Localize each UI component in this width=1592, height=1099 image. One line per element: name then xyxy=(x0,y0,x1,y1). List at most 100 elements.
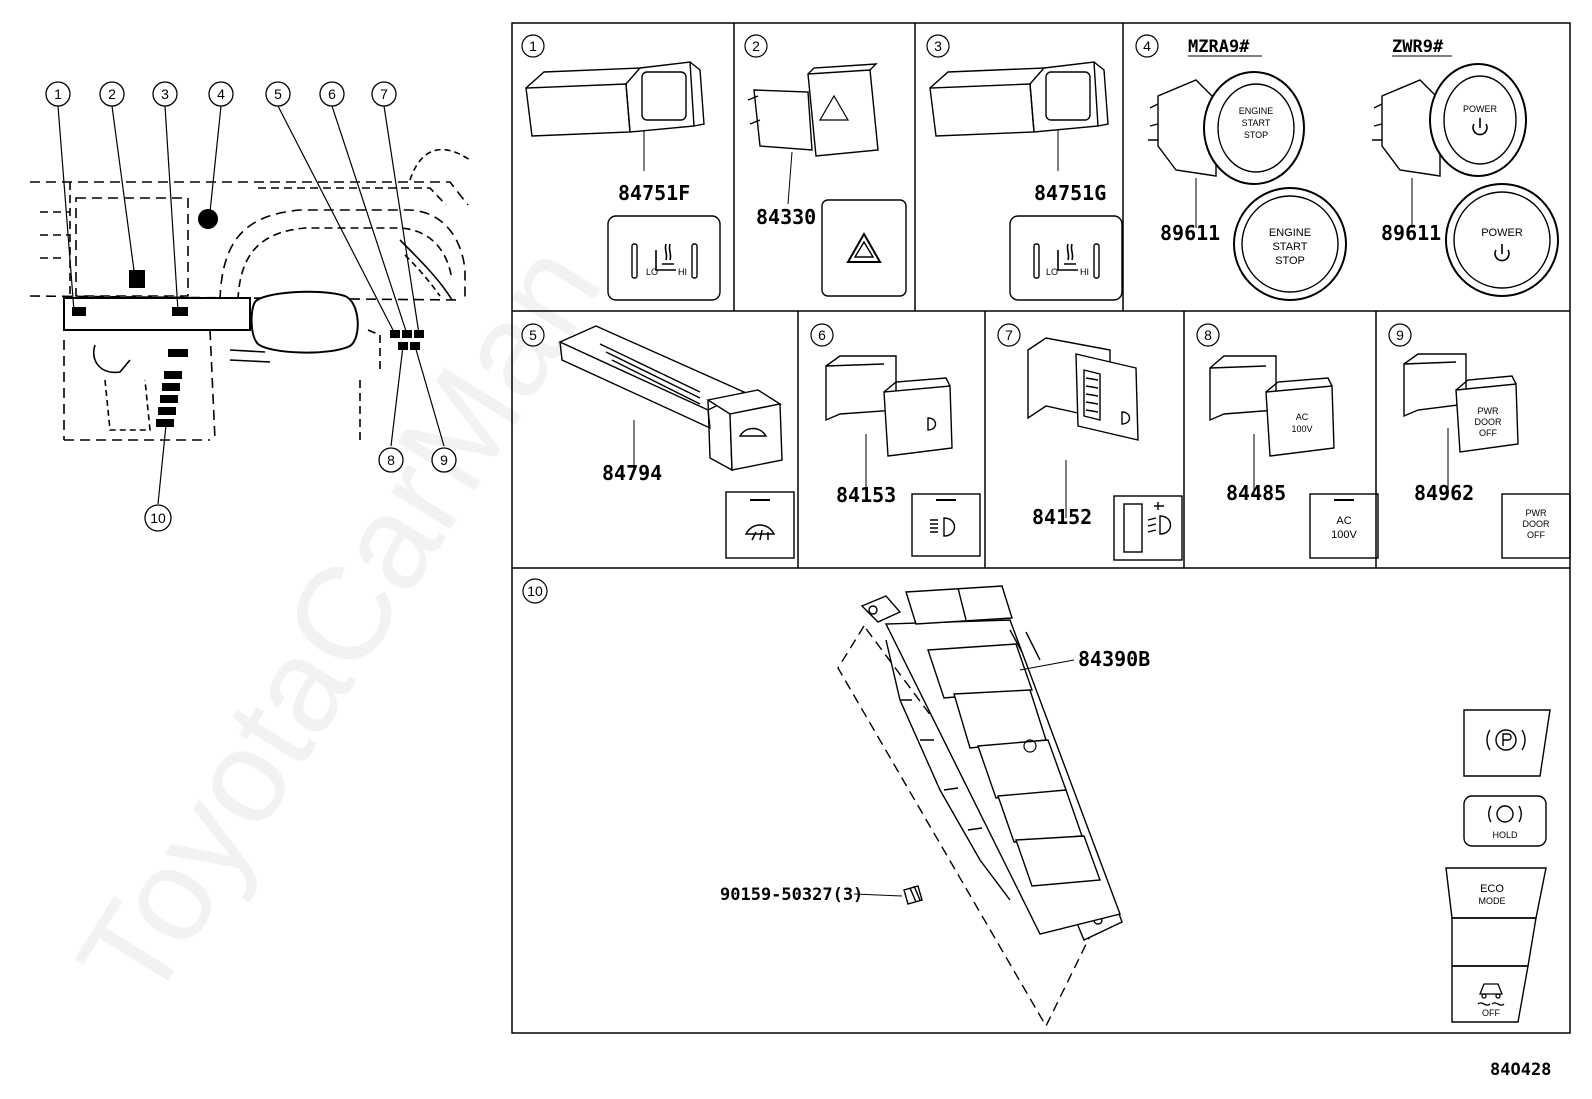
figure-code: 84O428 xyxy=(1490,1060,1551,1080)
svg-text:OFF: OFF xyxy=(1479,428,1497,438)
headlight-level-front-view xyxy=(1113,495,1183,561)
svg-text:ENGINE: ENGINE xyxy=(1269,227,1311,239)
engine-start-stop-text-top: ENGINE START STOP xyxy=(1239,106,1274,140)
panel-5-defogger-switch xyxy=(558,325,795,559)
part-number-84152: 84152 xyxy=(1032,505,1092,529)
svg-text:100V: 100V xyxy=(1291,424,1312,434)
svg-text:STOP: STOP xyxy=(1275,255,1305,267)
brake-hold-icon xyxy=(1488,805,1522,823)
callout-4-label: 4 xyxy=(217,86,225,102)
panel-2-hazard-switch xyxy=(747,63,907,297)
callout-5 xyxy=(265,81,291,107)
seat-heater-icon xyxy=(655,243,676,271)
pwr-door-off-text-top: PWR DOOR OFF xyxy=(1475,406,1503,438)
overview-callouts xyxy=(45,81,457,532)
part-number-84153: 84153 xyxy=(836,483,896,507)
power-label-top: POWER xyxy=(1463,104,1498,114)
panel-2-number: 2 xyxy=(752,38,760,54)
panel-7-number: 7 xyxy=(1005,327,1013,343)
svg-text:START: START xyxy=(1242,118,1271,128)
panel-3-seat-heater-switch xyxy=(929,61,1123,301)
svg-text:DOOR: DOOR xyxy=(1475,417,1503,427)
panel-10-console-switch-assembly xyxy=(837,585,1123,1028)
part-number-84751F: 84751F xyxy=(618,181,690,205)
svg-text:PWR: PWR xyxy=(1526,508,1547,518)
ac-100v-text-top: AC 100V xyxy=(1291,412,1312,434)
rear-defogger-icon xyxy=(738,427,776,541)
panel-number-labels: 1 2 3 4 5 6 7 8 9 10 xyxy=(527,38,1404,599)
panel-1-number: 1 xyxy=(529,38,537,54)
svg-text:START: START xyxy=(1272,241,1307,253)
callout-6 xyxy=(319,81,345,107)
svg-text:ECO: ECO xyxy=(1480,883,1504,895)
panel-8-number: 8 xyxy=(1204,327,1212,343)
svg-text:STOP: STOP xyxy=(1244,130,1268,140)
p1-lo-label: LO xyxy=(646,267,658,277)
callout-8 xyxy=(378,447,404,473)
part-number-90159-50327: 90159-50327(3) xyxy=(720,885,863,905)
panel-9-number: 9 xyxy=(1396,327,1404,343)
svg-text:DOOR: DOOR xyxy=(1523,519,1551,529)
power-label-front: POWER xyxy=(1481,227,1523,239)
defogger-front-view xyxy=(725,491,795,559)
p3-hi-label: HI xyxy=(1080,267,1089,277)
callout-7-label: 7 xyxy=(380,86,388,102)
ac-100v-text-front: AC 100V xyxy=(1331,515,1357,541)
power-symbol-icon xyxy=(1472,118,1510,262)
callout-2 xyxy=(99,81,125,107)
seat-heater-front-view xyxy=(607,215,721,301)
panel-1-seat-heater-switch xyxy=(525,61,721,301)
callout-leaders xyxy=(57,105,445,505)
panel-10-number: 10 xyxy=(527,583,543,599)
brake-hold-front-view xyxy=(1463,795,1547,847)
panel-4-number: 4 xyxy=(1143,38,1151,54)
part-number-84390B: 84390B xyxy=(1078,647,1150,671)
eco-mode-text: ECO MODE xyxy=(1479,883,1506,906)
engine-start-stop-text-front: ENGINE START STOP xyxy=(1269,227,1311,267)
hold-label: HOLD xyxy=(1492,830,1518,840)
part-number-89611-a: 89611 xyxy=(1160,221,1220,245)
panel-4-push-start-switches xyxy=(1148,63,1559,301)
svg-text:ENGINE: ENGINE xyxy=(1239,106,1274,116)
traction-off-icon xyxy=(1477,983,1505,1006)
parking-brake-front-view xyxy=(1463,709,1551,777)
callout-1 xyxy=(45,81,71,107)
callout-3 xyxy=(152,81,178,107)
svg-text:AC: AC xyxy=(1336,515,1351,527)
overview-callout-numbers: 1 2 3 4 5 6 7 8 9 10 xyxy=(54,86,448,526)
callout-4 xyxy=(208,81,234,107)
p1-hi-label: HI xyxy=(678,267,687,277)
callout-3-label: 3 xyxy=(161,86,169,102)
part-number-84330: 84330 xyxy=(756,205,816,229)
callout-10 xyxy=(144,504,172,532)
callout-9 xyxy=(431,447,457,473)
pwr-door-off-front-view xyxy=(1501,493,1571,559)
part-number-84485: 84485 xyxy=(1226,481,1286,505)
callout-8-label: 8 xyxy=(387,452,395,468)
panel-3-number: 3 xyxy=(934,38,942,54)
svg-text:PWR: PWR xyxy=(1478,406,1499,416)
panel-6-number: 6 xyxy=(818,327,826,343)
auto-headlight-icon xyxy=(927,417,956,537)
variant-zwr9: ZWR9# xyxy=(1392,37,1444,57)
svg-text:OFF: OFF xyxy=(1527,530,1545,540)
eco-traction-front-view xyxy=(1445,867,1547,1023)
seat-heater-front-view-g xyxy=(1009,215,1123,301)
callout-6-label: 6 xyxy=(328,86,336,102)
callout-7 xyxy=(371,81,397,107)
part-number-84751G: 84751G xyxy=(1034,181,1106,205)
headlight-level-icon xyxy=(1121,411,1172,535)
panel-9-pwr-door-off-switch xyxy=(1403,353,1571,559)
ac-100v-front-view xyxy=(1309,493,1379,559)
auto-headlight-front-view xyxy=(911,493,981,557)
pwr-door-off-text-front: PWR DOOR OFF xyxy=(1523,508,1551,540)
parking-brake-icon xyxy=(1486,729,1526,751)
panel-8-ac-100v-switch xyxy=(1209,355,1379,559)
part-number-84962: 84962 xyxy=(1414,481,1474,505)
svg-text:100V: 100V xyxy=(1331,529,1357,541)
variant-mzra9: MZRA9# xyxy=(1188,37,1250,57)
callout-5-label: 5 xyxy=(274,86,282,102)
callout-10-label: 10 xyxy=(150,510,166,526)
svg-text:AC: AC xyxy=(1296,412,1309,422)
